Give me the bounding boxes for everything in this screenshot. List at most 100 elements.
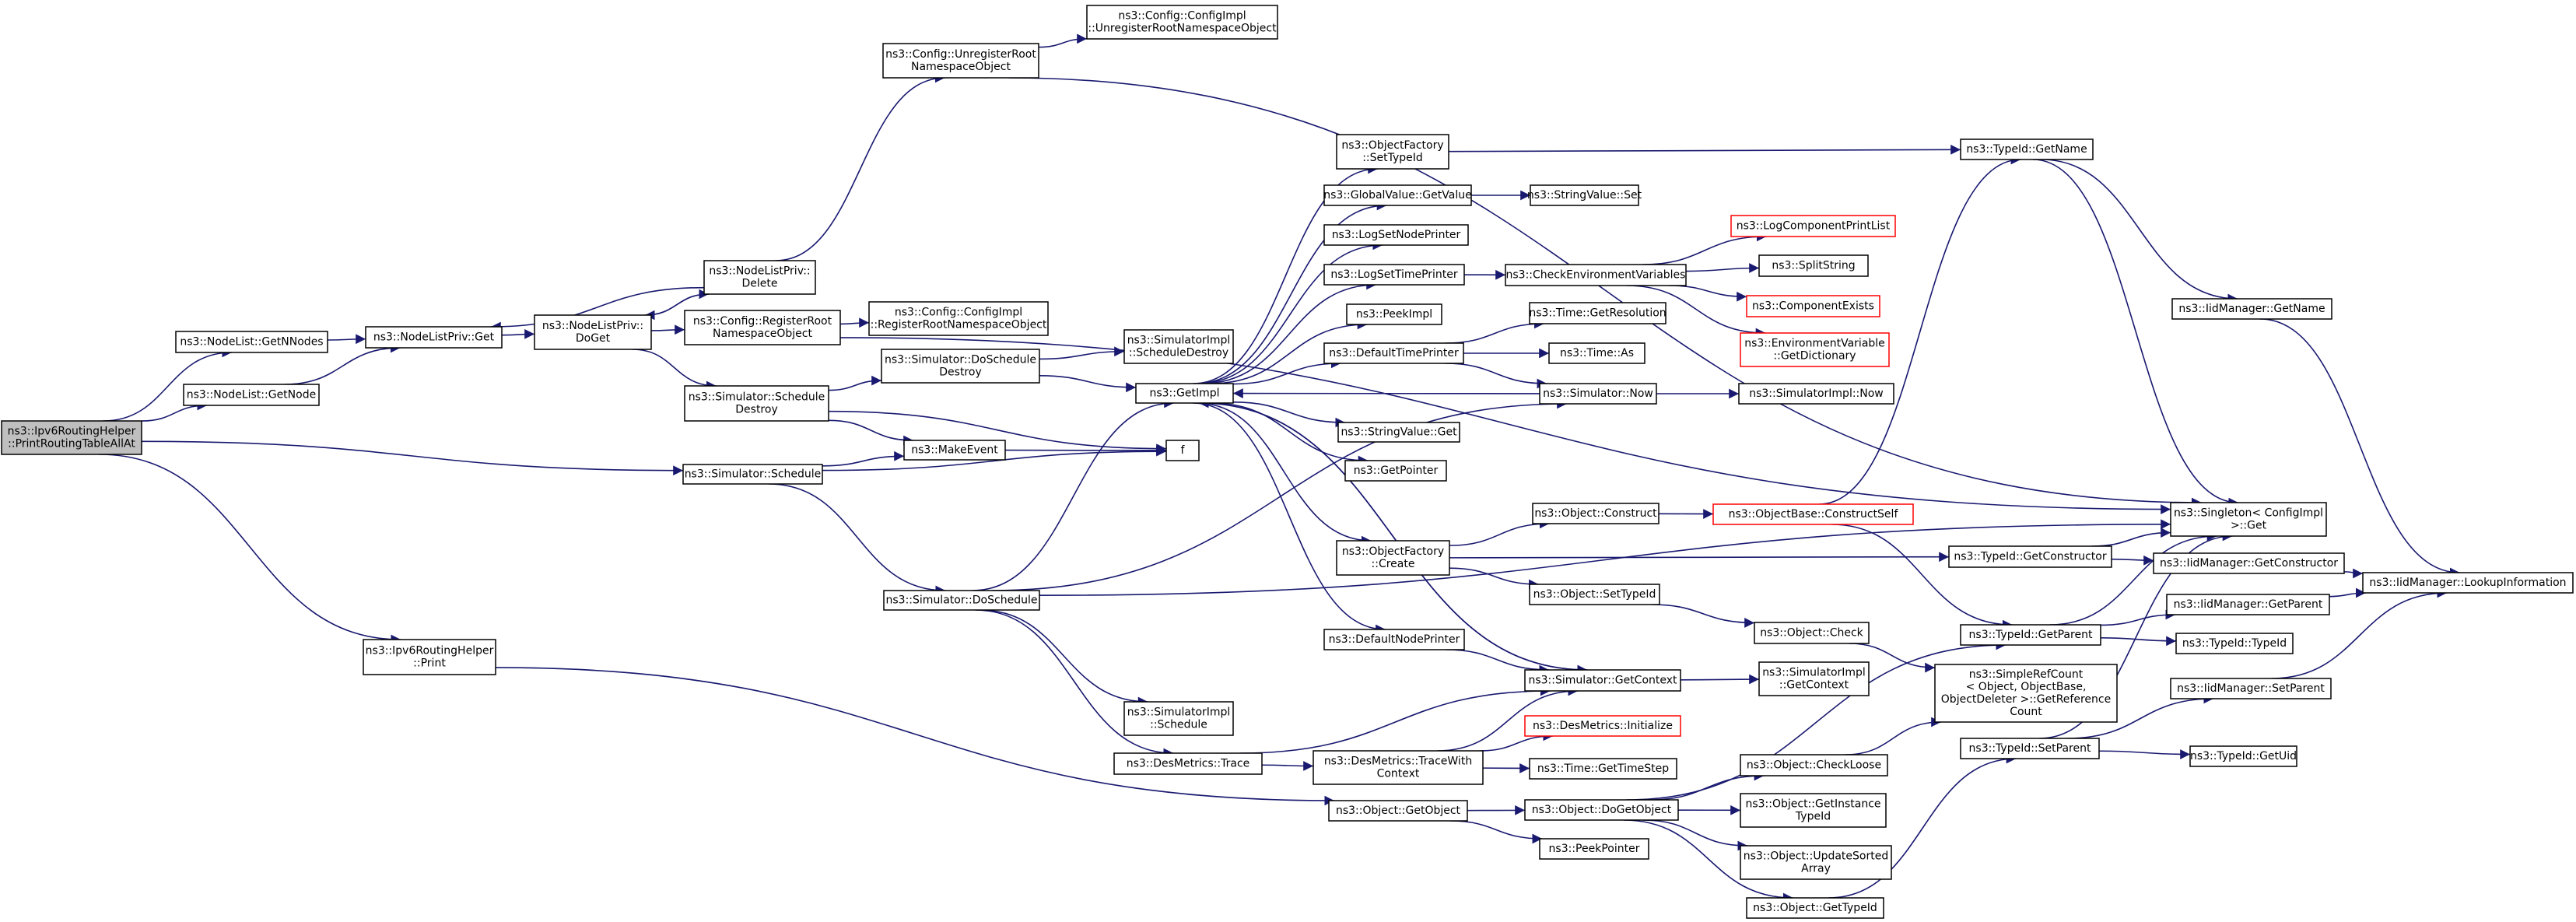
node-cfg_unreg_root[interactable]: ns3::Config::UnregisterRootNamespaceObje… — [882, 43, 1039, 79]
node-box — [1323, 264, 1465, 286]
node-obj_check[interactable]: ns3::Object::Check — [1754, 622, 1870, 644]
node-time_getres[interactable]: ns3::Time::GetResolution — [1529, 302, 1667, 324]
node-box — [534, 314, 652, 350]
node-of_settypeid[interactable]: ns3::ObjectFactory::SetTypeId — [1336, 134, 1449, 170]
node-obj_construct[interactable]: ns3::Object::Construct — [1532, 503, 1660, 524]
node-typeid_getctor[interactable]: ns3::TypeId::GetConstructor — [1948, 545, 2112, 568]
node-getNode[interactable]: ns3::NodeList::GetNode — [183, 384, 320, 406]
node-simimpl_now[interactable]: ns3::SimulatorImpl::Now — [1738, 383, 1894, 405]
node-iid_getctor[interactable]: ns3::IidManager::GetConstructor — [2153, 552, 2345, 574]
node-default_node_printer[interactable]: ns3::DefaultNodePrinter — [1323, 629, 1465, 650]
node-label-line: ::ScheduleDestroy — [1129, 347, 1228, 359]
node-priv_get[interactable]: ns3::NodeListPriv::Get — [365, 326, 503, 349]
edge-getimpl-to-of_settypeid — [1193, 163, 1379, 384]
node-comp_exists[interactable]: ns3::ComponentExists — [1746, 295, 1880, 317]
edge-typeid_setparent-to-typeid_getuid — [2098, 749, 2191, 759]
node-label-line: f — [1181, 444, 1186, 457]
node-typeid_getname[interactable]: ns3::TypeId::GetName — [1960, 138, 2094, 160]
node-label-line: ns3::IidManager::LookupInformation — [2369, 577, 2566, 589]
node-of_create[interactable]: ns3::ObjectFactory::Create — [1336, 540, 1450, 576]
node-label-line: ns3::MakeEvent — [911, 444, 998, 457]
node-getimpl[interactable]: ns3::GetImpl — [1135, 383, 1234, 404]
node-gv_getvalue[interactable]: ns3::GlobalValue::GetValue — [1323, 184, 1472, 206]
node-peek_impl[interactable]: ns3::PeekImpl — [1346, 303, 1442, 325]
node-sv_set[interactable]: ns3::StringValue::Set — [1527, 184, 1642, 206]
node-box — [1740, 793, 1887, 828]
node-box — [1934, 664, 2118, 723]
node-get_pointer[interactable]: ns3::GetPointer — [1344, 460, 1447, 482]
node-cfg_reg_root[interactable]: ns3::Config::RegisterRootNamespaceObject — [684, 310, 841, 345]
node-peek_pointer[interactable]: ns3::PeekPointer — [1539, 838, 1649, 860]
node-log_set_node_printer[interactable]: ns3::LogSetNodePrinter — [1323, 224, 1469, 246]
node-box — [363, 639, 496, 675]
node-getNNodes[interactable]: ns3::NodeList::GetNNodes — [175, 331, 328, 353]
node-cfg_impl_unreg[interactable]: ns3::Config::ConfigImpl::UnregisterRootN… — [1086, 5, 1278, 40]
node-simimpl_schedule[interactable]: ns3::SimulatorImpl::Schedule — [1123, 701, 1234, 736]
node-iid_setparent[interactable]: ns3::IidManager::SetParent — [2170, 678, 2332, 699]
node-make_event[interactable]: ns3::MakeEvent — [903, 440, 1006, 461]
node-label-line: ObjectDeleter >::GetReference — [1941, 693, 2111, 706]
node-box — [1505, 264, 1687, 286]
edge-sim_do_sched_destroy-to-simimpl_sched_destroy — [1039, 346, 1125, 360]
node-typeid_setparent[interactable]: ns3::TypeId::SetParent — [1960, 738, 2100, 759]
edge-of_create-to-typeid_getctor — [1449, 552, 1950, 563]
node-default_time_printer[interactable]: ns3::DefaultTimePrinter — [1323, 342, 1464, 364]
node-log_comp_print[interactable]: ns3::LogComponentPrintList — [1730, 215, 1896, 237]
node-label-line: Destroy — [939, 366, 981, 379]
node-iid_lookup[interactable]: ns3::IidManager::LookupInformation — [2362, 572, 2574, 594]
node-cfg_impl_reg[interactable]: ns3::Config::ConfigImpl::RegisterRootNam… — [868, 301, 1049, 336]
node-simimpl_getctx[interactable]: ns3::SimulatorImpl::GetContext — [1758, 661, 1870, 696]
node-label-line: ns3::Simulator::DoSchedule — [885, 354, 1036, 366]
edge-getimpl-to-peek_impl — [1210, 319, 1368, 384]
node-des_init[interactable]: ns3::DesMetrics::Initialize — [1524, 715, 1681, 737]
node-simple_refcount[interactable]: ns3::SimpleRefCount< Object, ObjectBase,… — [1934, 664, 2118, 723]
node-sim_doschedule[interactable]: ns3::Simulator::DoSchedule — [883, 590, 1040, 611]
node-iid_getparent[interactable]: ns3::IidManager::GetParent — [2166, 594, 2330, 615]
node-box — [1740, 754, 1888, 777]
node-box — [1712, 503, 1914, 525]
node-sim_schedule[interactable]: ns3::Simulator::Schedule — [682, 464, 823, 485]
node-log_set_time_printer[interactable]: ns3::LogSetTimePrinter — [1323, 264, 1465, 286]
node-box — [175, 331, 328, 353]
node-priv_delete[interactable]: ns3::NodeListPriv::Delete — [703, 260, 816, 295]
node-label-line: ns3::Object::CheckLoose — [1747, 759, 1881, 772]
node-label-line: ::UnregisterRootNamespaceObject — [1088, 23, 1277, 35]
node-des_trace[interactable]: ns3::DesMetrics::Trace — [1113, 752, 1263, 775]
node-box — [2362, 572, 2574, 594]
node-typeid_typeid[interactable]: ns3::TypeId::TypeId — [2175, 633, 2294, 654]
node-sv_get[interactable]: ns3::StringValue::Get — [1337, 422, 1460, 443]
node-obj_getobject[interactable]: ns3::Object::GetObject — [1328, 800, 1468, 822]
node-obj_checkloose[interactable]: ns3::Object::CheckLoose — [1740, 754, 1888, 777]
node-typeid_getparent[interactable]: ns3::TypeId::GetParent — [1960, 624, 2101, 646]
node-obj_gettypeid[interactable]: ns3::Object::GetTypeId — [1746, 897, 1884, 919]
node-helper_print[interactable]: ns3::Ipv6RoutingHelper::Print — [363, 639, 496, 675]
edge-getimpl-to-gv_getvalue — [1194, 200, 1387, 384]
node-time_getstep[interactable]: ns3::Time::GetTimeStep — [1529, 758, 1677, 780]
node-label-line: ns3::EnvironmentVariable — [1744, 338, 1885, 350]
node-obj_dogetobject[interactable]: ns3::Object::DoGetObject — [1524, 799, 1679, 821]
node-typeid_getuid[interactable]: ns3::TypeId::GetUid — [2189, 745, 2297, 767]
node-sim_now[interactable]: ns3::Simulator::Now — [1539, 383, 1657, 405]
node-env_getdict[interactable]: ns3::EnvironmentVariable::GetDictionary — [1740, 332, 1890, 367]
node-objbase_construct[interactable]: ns3::ObjectBase::ConstructSelf — [1712, 503, 1914, 525]
node-singleton_get[interactable]: ns3::Singleton< ConfigImpl>::Get — [2170, 502, 2327, 537]
node-time_as[interactable]: ns3::Time::As — [1548, 342, 1645, 364]
node-f[interactable]: f — [1165, 440, 1200, 461]
node-sim_sched_destroy[interactable]: ns3::Simulator::ScheduleDestroy — [684, 385, 829, 422]
edge-obj_gettypeid-to-typeid_setparent — [1828, 753, 2017, 899]
node-check_env[interactable]: ns3::CheckEnvironmentVariables — [1505, 264, 1687, 286]
node-priv_doget[interactable]: ns3::NodeListPriv::DoGet — [534, 314, 652, 350]
node-box — [1346, 303, 1442, 325]
node-iid_getname[interactable]: ns3::IidManager::GetName — [2171, 298, 2332, 320]
edge-iid_getparent-to-iid_lookup — [2329, 587, 2366, 598]
node-root[interactable]: ns3::Ipv6RoutingHelper::PrintRoutingTabl… — [1, 420, 142, 455]
node-sim_getcontext[interactable]: ns3::Simulator::GetContext — [1524, 669, 1681, 692]
node-split_string[interactable]: ns3::SplitString — [1758, 254, 1869, 277]
node-label-line: ::SetTypeId — [1362, 152, 1423, 164]
node-simimpl_sched_destroy[interactable]: ns3::SimulatorImpl::ScheduleDestroy — [1123, 329, 1234, 364]
node-obj_settypeid[interactable]: ns3::Object::SetTypeId — [1529, 584, 1660, 605]
